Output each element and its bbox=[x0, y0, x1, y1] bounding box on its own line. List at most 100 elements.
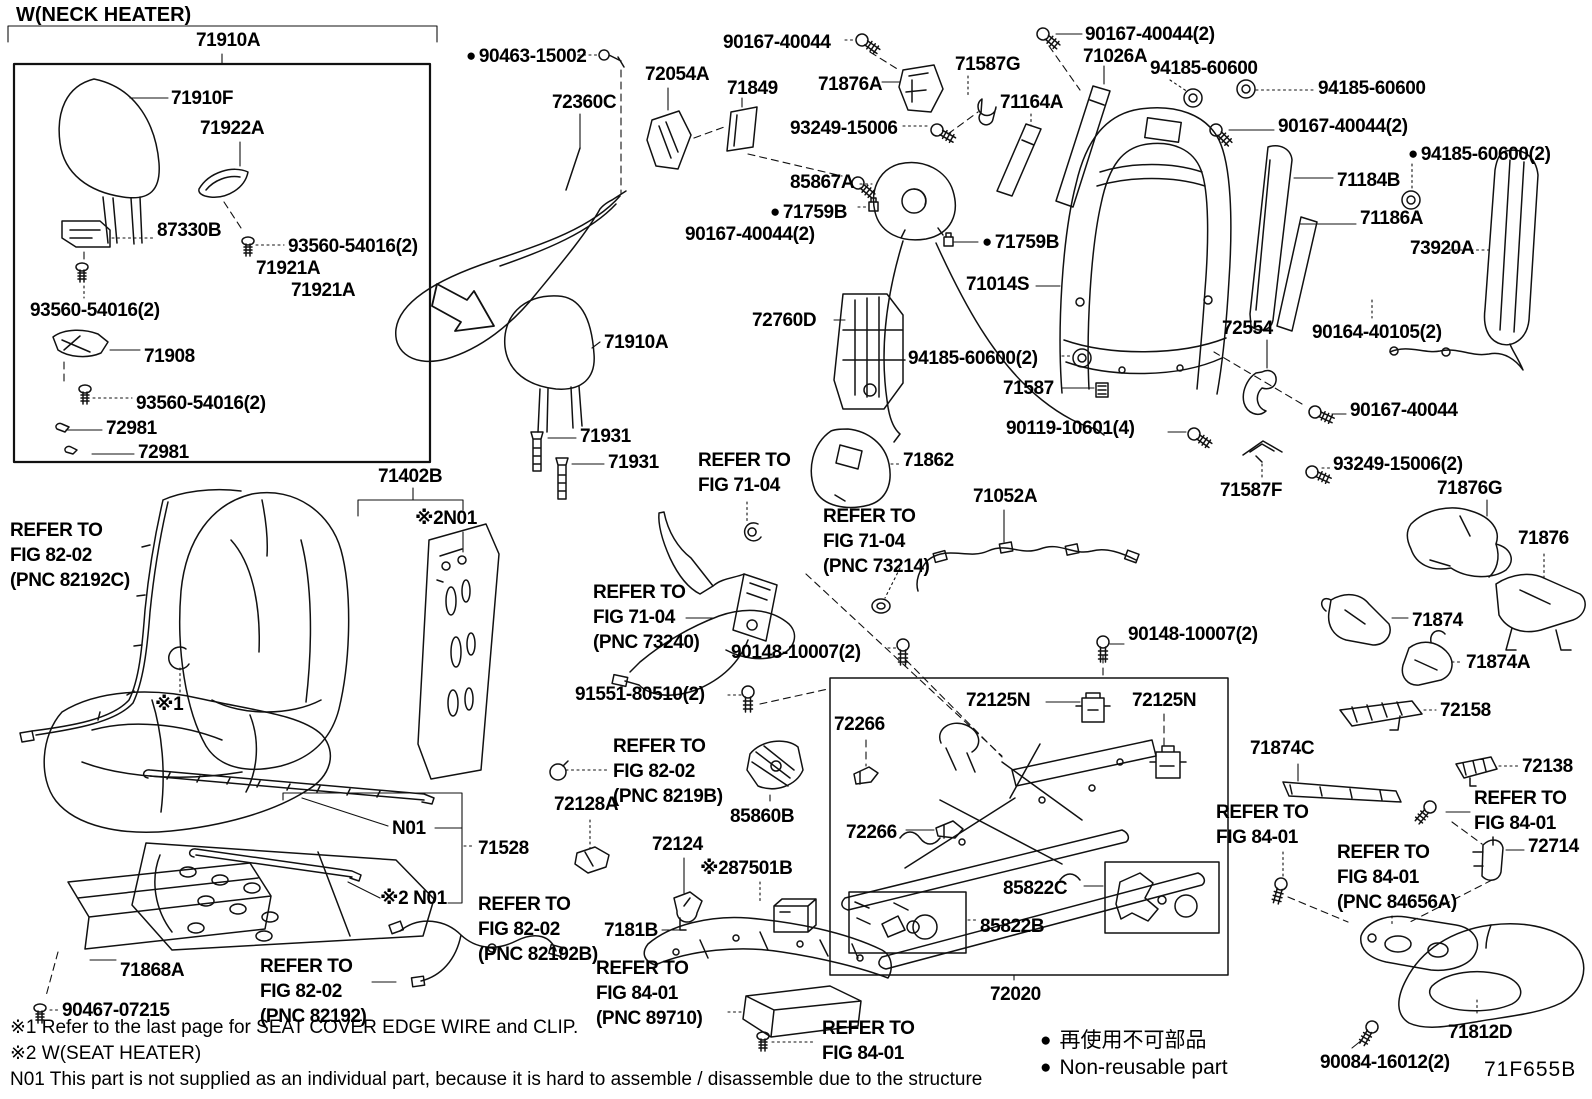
non-reusable-dot-icon: ● bbox=[466, 46, 476, 65]
part-label: 94185-60600 bbox=[1150, 58, 1258, 79]
legend-non-reusable-en: ●Non-reusable part bbox=[1040, 1055, 1228, 1082]
part-label: 72125N bbox=[1132, 690, 1197, 711]
screw-icon bbox=[75, 262, 89, 283]
part-label: 71402B bbox=[378, 466, 443, 487]
part-label: 72981 bbox=[106, 418, 157, 439]
part-label: 71026A bbox=[1083, 46, 1148, 67]
non-reusable-dot-icon: ● bbox=[1408, 144, 1418, 163]
bolt-icon bbox=[852, 30, 883, 58]
part-label: 72138 bbox=[1522, 756, 1573, 777]
part-label: 71186A bbox=[1360, 208, 1424, 229]
ring-clip-8219B bbox=[549, 760, 569, 781]
part-label: 71587 bbox=[1003, 378, 1054, 399]
legend-jp-text: 再使用不可部品 bbox=[1059, 1029, 1207, 1052]
frame-harness-7181B bbox=[643, 916, 892, 979]
part-label: 71868A bbox=[120, 960, 185, 981]
part-label: 71876A bbox=[818, 74, 883, 95]
bracket-71874A bbox=[1401, 630, 1453, 686]
part-label: 71014S bbox=[966, 274, 1030, 295]
part-label: ※1 bbox=[155, 694, 184, 715]
part-label: 71931 bbox=[580, 426, 631, 447]
bracket-72714 bbox=[1472, 836, 1504, 881]
part-label: ●71759B bbox=[982, 230, 1059, 255]
airbag-73920A bbox=[1483, 149, 1539, 346]
seatback-pad-drawing bbox=[417, 523, 500, 780]
bracket-72138 bbox=[1455, 756, 1498, 787]
part-label: 94185-60600 bbox=[1318, 78, 1426, 99]
part-label: REFER TO FIG 71-04 (PNC 73214) bbox=[823, 506, 930, 577]
part-label: 90167-40044(2) bbox=[1085, 24, 1215, 45]
grommet-73214 bbox=[871, 598, 891, 614]
motor-box-85822C bbox=[1104, 861, 1220, 934]
clip-72981-a bbox=[55, 422, 70, 433]
part-label: REFER TO FIG 82-02 (PNC 82192B) bbox=[478, 894, 598, 965]
side-bracket-71876 bbox=[1495, 573, 1586, 651]
part-label: REFER TO FIG 82-02 (PNC 82192C) bbox=[10, 520, 130, 591]
cushion-cover-drawing bbox=[43, 691, 332, 833]
part-label: 71908 bbox=[144, 346, 195, 367]
strip-71874C bbox=[1282, 781, 1402, 803]
part-label: ※2N01 bbox=[415, 508, 477, 529]
airbag-85867A bbox=[872, 161, 957, 241]
part-label: 93249-15006(2) bbox=[1333, 454, 1463, 475]
bolt-icon bbox=[741, 685, 755, 713]
clip-71587 bbox=[1095, 382, 1109, 398]
part-label: 90167-40044 bbox=[1350, 400, 1458, 421]
legend-non-reusable-jp: ●再使用不可部品 bbox=[1040, 1028, 1206, 1055]
clip-72266-1 bbox=[853, 766, 879, 785]
part-label: REFER TO FIG 84-01 (PNC 84656A) bbox=[1337, 842, 1457, 913]
part-label: 85822C bbox=[1003, 878, 1068, 899]
side-shield-71812D bbox=[1398, 923, 1585, 1028]
part-label: 94185-60600(2) bbox=[908, 348, 1038, 369]
bracket-71908 bbox=[52, 329, 109, 358]
airbag-wires bbox=[883, 240, 1105, 443]
part-label: 72020 bbox=[990, 984, 1041, 1005]
shield-pad-71868A bbox=[67, 862, 272, 950]
footnote-1: ※1 Refer to the last page for SEAT COVER… bbox=[10, 1017, 579, 1038]
ecu-89710 bbox=[742, 985, 862, 1038]
part-label: 71528 bbox=[478, 838, 529, 859]
part-label: 71876G bbox=[1437, 478, 1503, 499]
wire-90164 bbox=[1389, 343, 1524, 371]
bolt-icon bbox=[1411, 797, 1440, 827]
nut-71759B-2 bbox=[943, 232, 954, 247]
grommet-icon bbox=[1236, 79, 1256, 99]
switch-bezel-84656A bbox=[1360, 915, 1479, 972]
frame-wire-71528 bbox=[142, 769, 435, 882]
part-label: ※287501B bbox=[700, 858, 793, 879]
clip-90463 bbox=[598, 49, 625, 68]
seatback-frame-71014S bbox=[1059, 107, 1232, 395]
part-label: 87330B bbox=[157, 220, 222, 241]
leader-lines bbox=[45, 33, 1545, 1049]
side-bracket-71876G bbox=[1406, 507, 1512, 578]
direction-arrow-icon bbox=[431, 283, 495, 332]
headrest-guide-71931-b bbox=[555, 457, 569, 500]
bracket-71876A bbox=[898, 64, 944, 113]
part-label: 72124 bbox=[652, 834, 703, 855]
bracket-71164A bbox=[996, 123, 1042, 197]
sensor-87501B bbox=[773, 898, 817, 933]
part-label: 90467-07215 bbox=[62, 1000, 170, 1021]
part-label: 71587F bbox=[1220, 480, 1283, 501]
part-label: 7181B bbox=[604, 920, 658, 941]
part-label: REFER TO FIG 84-01 bbox=[822, 1018, 915, 1064]
edge-wire-hook bbox=[168, 646, 190, 670]
bracket-71874 bbox=[1320, 593, 1391, 646]
part-label: 93560-54016(2) bbox=[288, 236, 418, 257]
part-label: 71164A bbox=[1000, 92, 1064, 113]
part-label: ●90463-15002 bbox=[466, 44, 587, 69]
part-label: 72760D bbox=[752, 310, 817, 331]
part-label: 72266 bbox=[834, 714, 885, 735]
part-label: 71910A bbox=[196, 30, 261, 51]
part-label: 71921A bbox=[291, 280, 356, 301]
non-reusable-dot-icon: ● bbox=[982, 232, 992, 251]
part-label: 90167-40044(2) bbox=[685, 224, 815, 245]
part-label: 90167-40044(2) bbox=[1278, 116, 1408, 137]
non-reusable-dot-icon: ● bbox=[770, 202, 780, 221]
part-label: REFER TO FIG 84-01 bbox=[1474, 788, 1567, 834]
clip-71587G bbox=[977, 98, 997, 126]
footnote-3: N01 This part is not supplied as an indi… bbox=[10, 1069, 983, 1090]
clip-72981-b bbox=[64, 445, 78, 455]
recliner-72760D bbox=[833, 293, 906, 410]
clip-72125N-1 bbox=[1075, 692, 1111, 723]
